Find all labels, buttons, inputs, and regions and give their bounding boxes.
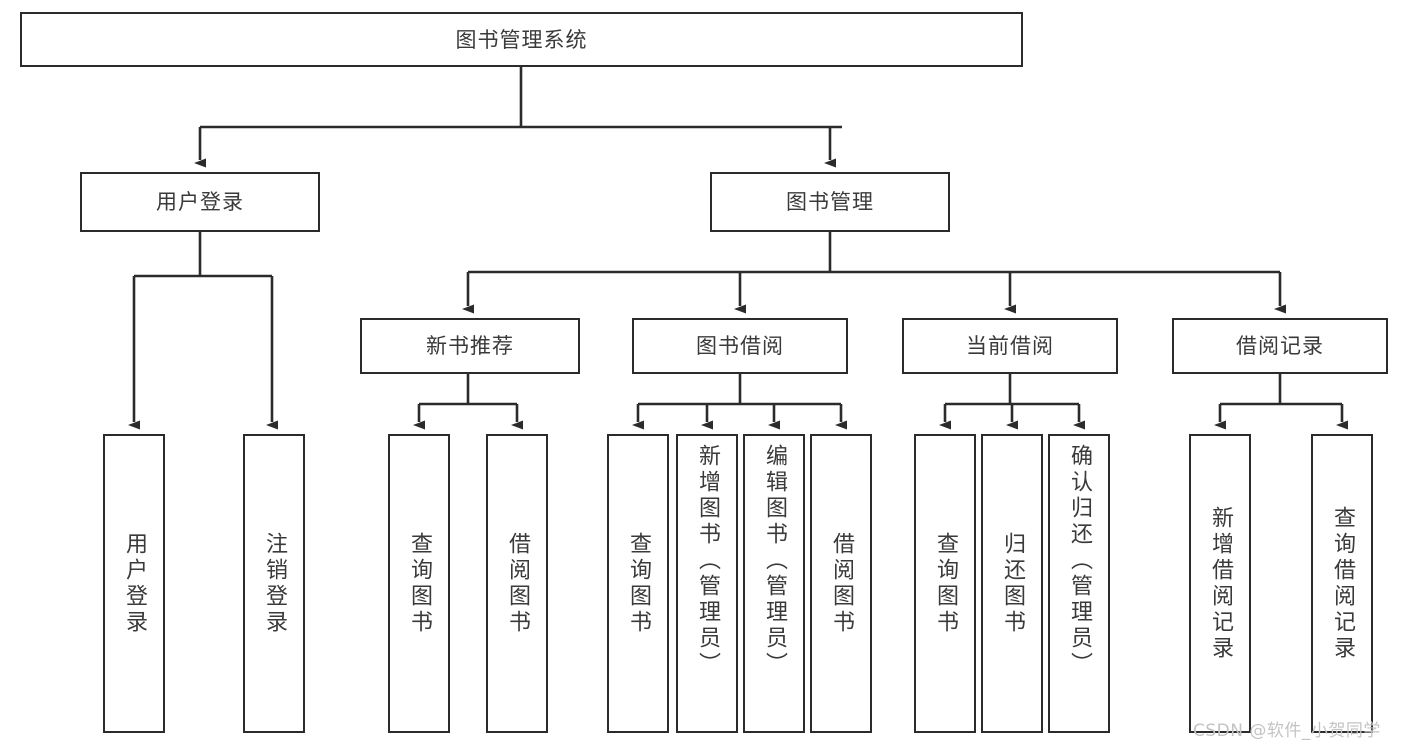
node-leaf-logout-label: 注销登录 [262,531,287,636]
node-root-label: 图书管理系统 [455,27,588,52]
node-leaf-confirm-return-admin[interactable]: 确认归还（管理员） [1048,434,1110,733]
node-leaf-query-book-current[interactable]: 查询图书 [914,434,976,733]
node-leaf-edit-book-admin-label: 编辑图书（管理员） [762,444,787,678]
node-user-login[interactable]: 用户登录 [80,172,320,232]
node-leaf-query-book-new-label: 查询图书 [407,531,432,636]
node-borrow-records[interactable]: 借阅记录 [1172,318,1388,374]
node-leaf-add-borrow-record-label: 新增借阅记录 [1208,505,1233,662]
node-book-borrow-label: 图书借阅 [696,334,784,358]
node-borrow-records-label: 借阅记录 [1236,334,1324,358]
watermark-text: CSDN @软件_小贺同学 [1193,721,1381,741]
node-leaf-query-borrow-record[interactable]: 查询借阅记录 [1311,434,1373,733]
node-new-book-recommend[interactable]: 新书推荐 [360,318,580,374]
node-leaf-borrow-book-new-label: 借阅图书 [505,531,530,636]
node-book-management[interactable]: 图书管理 [710,172,950,232]
node-current-borrow-label: 当前借阅 [966,334,1054,358]
node-leaf-lend-book[interactable]: 借阅图书 [810,434,872,733]
node-leaf-edit-book-admin[interactable]: 编辑图书（管理员） [743,434,805,733]
node-current-borrow[interactable]: 当前借阅 [902,318,1118,374]
node-new-book-recommend-label: 新书推荐 [426,334,514,358]
node-leaf-add-borrow-record[interactable]: 新增借阅记录 [1189,434,1251,733]
node-leaf-add-book-admin[interactable]: 新增图书（管理员） [676,434,738,733]
node-leaf-confirm-return-admin-label: 确认归还（管理员） [1067,444,1092,678]
node-leaf-query-book-current-label: 查询图书 [933,531,958,636]
node-leaf-query-book-borrow[interactable]: 查询图书 [607,434,669,733]
node-book-borrow[interactable]: 图书借阅 [632,318,848,374]
node-user-login-label: 用户登录 [156,190,244,214]
node-leaf-query-book-borrow-label: 查询图书 [626,531,651,636]
node-leaf-borrow-book-new[interactable]: 借阅图书 [486,434,548,733]
node-leaf-query-borrow-record-label: 查询借阅记录 [1330,505,1355,662]
node-leaf-return-book-label: 归还图书 [1000,531,1025,636]
node-book-management-label: 图书管理 [786,190,874,214]
node-leaf-lend-book-label: 借阅图书 [829,531,854,636]
node-leaf-user-login[interactable]: 用户登录 [103,434,165,733]
node-leaf-user-login-label: 用户登录 [122,531,147,636]
node-leaf-query-book-new[interactable]: 查询图书 [388,434,450,733]
node-leaf-add-book-admin-label: 新增图书（管理员） [695,444,720,678]
node-leaf-logout[interactable]: 注销登录 [243,434,305,733]
node-leaf-return-book[interactable]: 归还图书 [981,434,1043,733]
node-root[interactable]: 图书管理系统 [20,12,1023,67]
